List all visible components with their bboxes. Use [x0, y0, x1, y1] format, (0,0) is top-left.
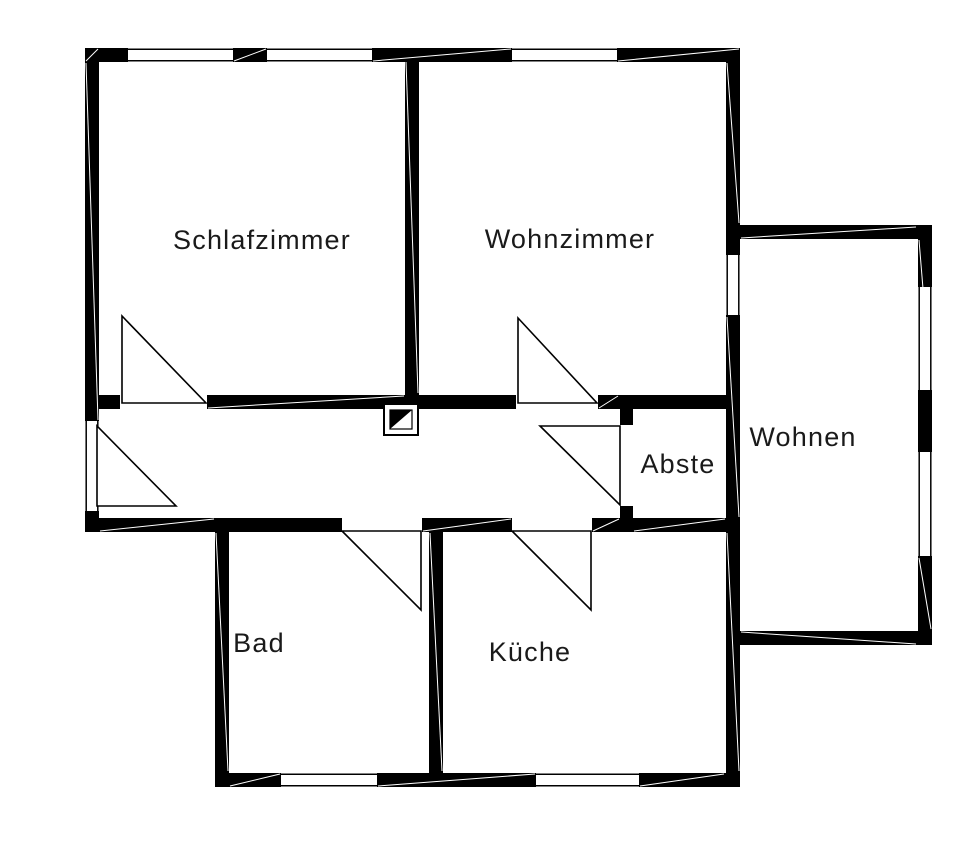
- door-swing-kueche: [510, 530, 592, 612]
- window-schlafzimmer-1: [128, 48, 233, 62]
- window-bad: [281, 773, 377, 787]
- door-swing-schlafzimmer: [121, 314, 208, 404]
- door-swing-entry: [96, 424, 178, 507]
- door-swings: [96, 314, 621, 612]
- room-labels: Schlafzimmer Wohnzimmer Wohnen Abste Bad…: [173, 224, 856, 667]
- windows: [85, 48, 932, 787]
- window-wohnzimmer: [512, 48, 617, 62]
- chimney-symbol: [383, 403, 419, 436]
- room-label-schlafzimmer: Schlafzimmer: [173, 225, 351, 255]
- door-swing-abste: [538, 425, 621, 507]
- window-wohnen-2: [918, 452, 932, 556]
- door-swing-wohnzimmer: [517, 315, 599, 404]
- room-label-kueche: Küche: [489, 637, 572, 667]
- window-wohnen-1: [918, 287, 932, 390]
- door-opening-bad: [342, 518, 422, 532]
- room-label-abstellraum: Abste: [640, 449, 715, 479]
- room-label-wohnen: Wohnen: [749, 422, 856, 452]
- door-swing-bad: [340, 530, 422, 612]
- room-label-bad: Bad: [233, 628, 285, 658]
- door-opening-abste: [620, 425, 633, 506]
- window-kueche: [536, 773, 639, 787]
- wall-main-left: [85, 48, 99, 532]
- window-schlafzimmer-2: [267, 48, 372, 62]
- room-label-wohnzimmer: Wohnzimmer: [485, 224, 656, 254]
- door-opening-kueche: [512, 518, 592, 532]
- wall-hatch-lines: [85, 48, 932, 787]
- opening-wohnzimmer-wohnen: [726, 255, 740, 315]
